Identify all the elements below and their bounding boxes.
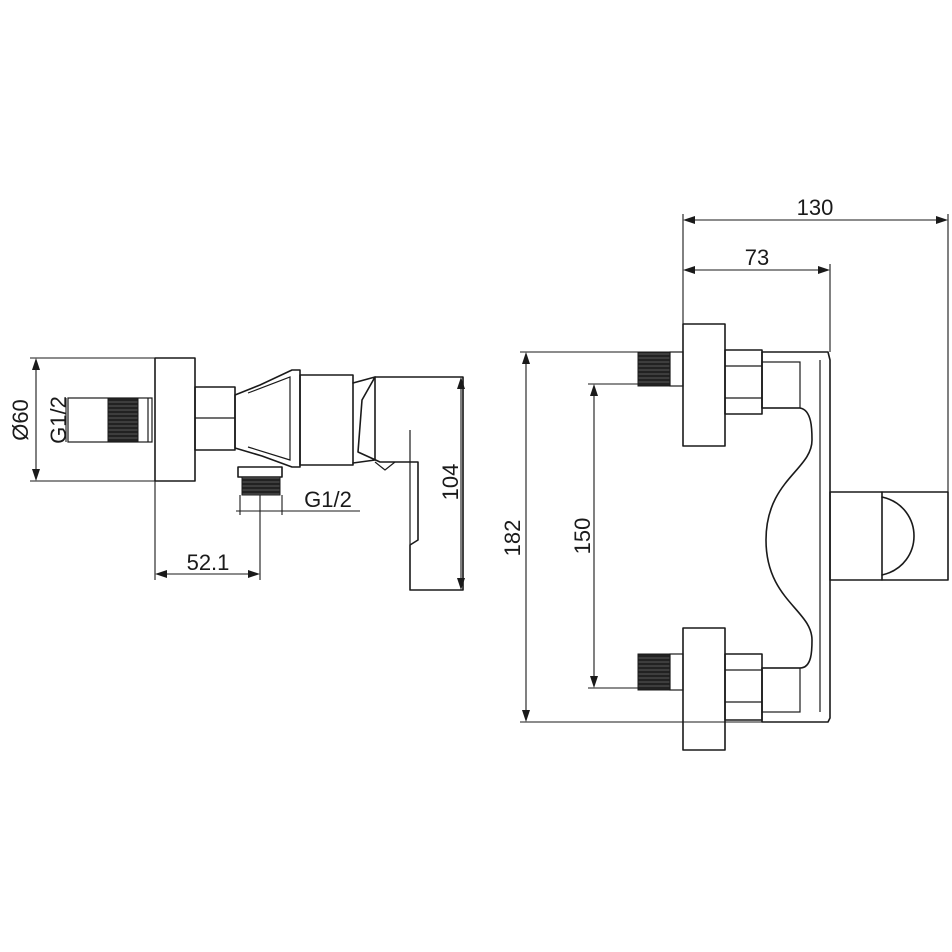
height182-arrow-top bbox=[522, 352, 530, 364]
mixer-body-front bbox=[761, 351, 831, 723]
inlet-depth-arrow-right bbox=[818, 266, 830, 274]
dia-arrow-top bbox=[32, 358, 40, 370]
width-arrow-right bbox=[936, 216, 948, 224]
handle-height-label: 104 bbox=[438, 464, 463, 501]
depth-arrow-left bbox=[155, 570, 167, 578]
height-arrow-top bbox=[457, 377, 465, 389]
depth-arrow-right bbox=[248, 570, 260, 578]
front-handle bbox=[881, 491, 949, 581]
body-contour bbox=[247, 376, 291, 461]
height-arrow-bottom bbox=[457, 578, 465, 590]
overall-width-label: 130 bbox=[797, 195, 834, 220]
top-inlet-flange bbox=[682, 323, 726, 447]
outlet-thread-label: G1/2 bbox=[304, 487, 352, 512]
side-view bbox=[67, 357, 464, 591]
front-dimensions: 130 73 182 150 bbox=[500, 195, 949, 723]
top-inlet-nut bbox=[724, 349, 763, 415]
inlet-thread bbox=[107, 397, 139, 443]
top-inlet-thread bbox=[637, 351, 671, 387]
spacing-arrow-bottom bbox=[590, 676, 598, 688]
front-cartridge bbox=[829, 491, 883, 581]
bottom-inlet-arm bbox=[761, 667, 801, 713]
bottom-inlet-flange bbox=[682, 627, 726, 751]
overall-height-label: 182 bbox=[500, 520, 525, 557]
cartridge-housing bbox=[299, 374, 354, 466]
bottom-inlet-stub bbox=[669, 653, 684, 691]
side-dimensions: Ø60 G1/2 52.1 G1/2 104 bbox=[8, 357, 465, 590]
top-inlet-arm bbox=[761, 361, 801, 409]
spacing-arrow-top bbox=[590, 384, 598, 396]
inlet-spacing-label: 150 bbox=[570, 518, 595, 555]
height182-arrow-bottom bbox=[522, 710, 530, 722]
mixer-body bbox=[234, 369, 301, 468]
depth-label: 52.1 bbox=[187, 550, 230, 575]
top-inlet-stub bbox=[669, 351, 684, 387]
bottom-inlet-thread bbox=[637, 653, 671, 691]
outlet-collar bbox=[237, 466, 283, 478]
width-arrow-left bbox=[683, 216, 695, 224]
inlet-depth-label: 73 bbox=[745, 245, 769, 270]
lever-pivot bbox=[374, 461, 396, 471]
front-view bbox=[637, 323, 949, 751]
outlet-thread bbox=[241, 476, 281, 496]
bottom-inlet-nut bbox=[724, 653, 763, 721]
wall-flange bbox=[154, 357, 196, 482]
front-handle-dome bbox=[881, 496, 915, 576]
dia-arrow-bottom bbox=[32, 469, 40, 481]
inlet-depth-arrow-left bbox=[683, 266, 695, 274]
diameter-label: Ø60 bbox=[8, 399, 33, 441]
inlet-thread-label: G1/2 bbox=[46, 396, 71, 444]
housing-taper bbox=[352, 376, 376, 464]
